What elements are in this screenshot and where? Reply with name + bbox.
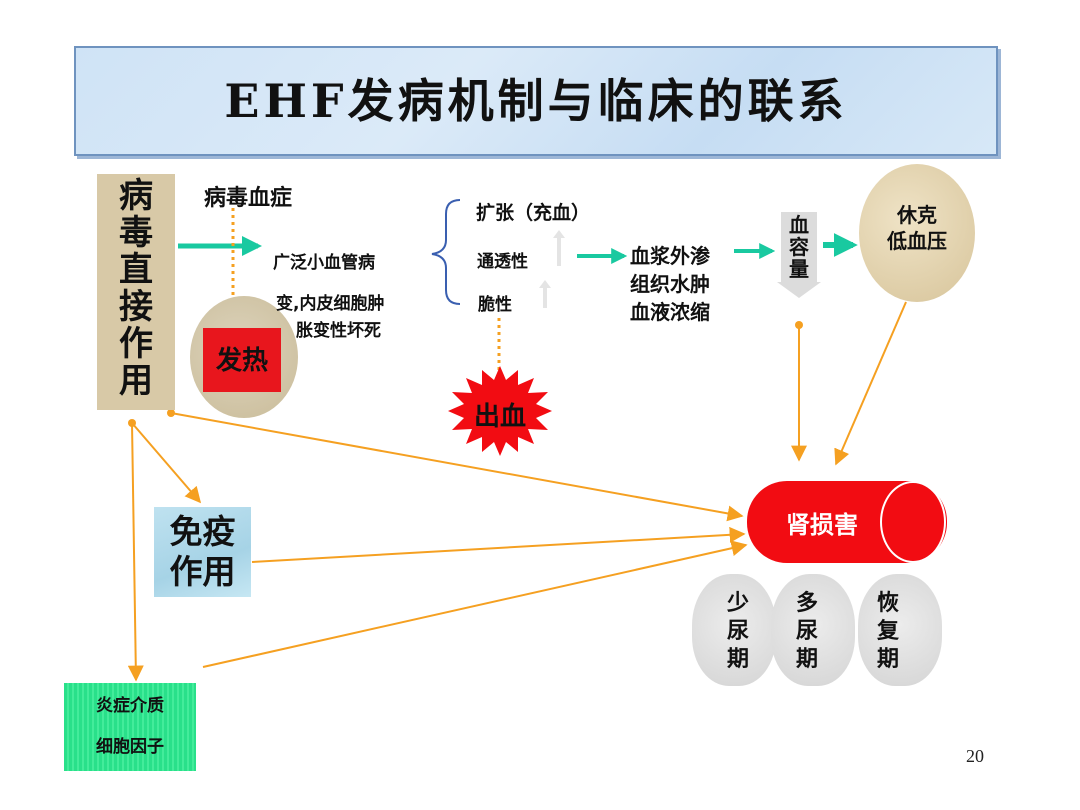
plasma-line2: 组织水肿	[630, 272, 710, 296]
line-shock-to-kidney	[834, 301, 907, 466]
inflammatory-label: 炎症介质 细胞因子	[96, 696, 164, 757]
inflammatory-box	[64, 683, 196, 771]
effect-dilation: 扩张（充血）	[476, 202, 591, 224]
dot-volume	[795, 321, 803, 329]
stage-polyuric-oval	[771, 574, 855, 686]
stage-recovery-oval	[858, 574, 942, 686]
immune-label: 免疫 作用	[169, 512, 236, 591]
line-direct-to-kidney	[170, 412, 744, 522]
slide-title: EHF发病机制与临床的联系	[224, 74, 848, 128]
effects-brace	[431, 199, 461, 305]
fever-label: 发热	[215, 346, 268, 376]
immune-box	[154, 507, 251, 597]
line-direct-to-inflammatory	[127, 422, 144, 682]
stage-oliguric-oval	[692, 574, 776, 686]
plasma-line3: 血液浓缩	[630, 300, 710, 324]
vascular-line3: 胀变性坏死	[296, 321, 381, 341]
line-inflammatory-to-kidney	[202, 540, 748, 668]
vascular-line1: 广泛小血管病	[273, 253, 375, 273]
vascular-line2: 变,内皮细胞肿	[276, 294, 385, 314]
effect-fragility: 脆性	[478, 295, 512, 315]
direct-action-column	[97, 174, 175, 410]
fever-box	[203, 328, 281, 392]
bleeding-starburst	[448, 366, 552, 456]
effect-permeability: 通透性	[477, 252, 528, 272]
plasma-text: 血浆外渗 组织水肿 血液浓缩	[630, 242, 710, 326]
kidney-label: 肾损害	[786, 511, 858, 539]
up-arrow-permeability	[553, 230, 565, 266]
bleeding-label: 出血	[473, 402, 526, 432]
direct-action-label: 病 毒 直 接 作 用	[119, 176, 153, 401]
volume-down-arrow	[777, 212, 821, 298]
stage-recovery-label: 恢复期	[876, 591, 899, 672]
stage-polyuric-label: 多尿期	[795, 591, 818, 672]
up-arrow-fragility	[539, 280, 551, 308]
shock-text: 休克 低血压	[887, 203, 947, 253]
shock-oval	[859, 164, 975, 302]
viremia-label: 病毒血症	[204, 186, 293, 211]
dot-direct-right	[167, 409, 175, 417]
plasma-line1: 血浆外渗	[630, 244, 710, 268]
line-direct-to-immune	[131, 422, 202, 504]
kidney-cylinder-cap	[880, 481, 946, 563]
volume-label: 血 容 量	[789, 213, 809, 281]
line-immune-to-kidney	[251, 526, 746, 563]
stage-oliguric-label: 少尿期	[726, 591, 749, 672]
page-number: 20	[966, 746, 984, 766]
title-banner: EHF发病机制与临床的联系	[74, 46, 998, 156]
